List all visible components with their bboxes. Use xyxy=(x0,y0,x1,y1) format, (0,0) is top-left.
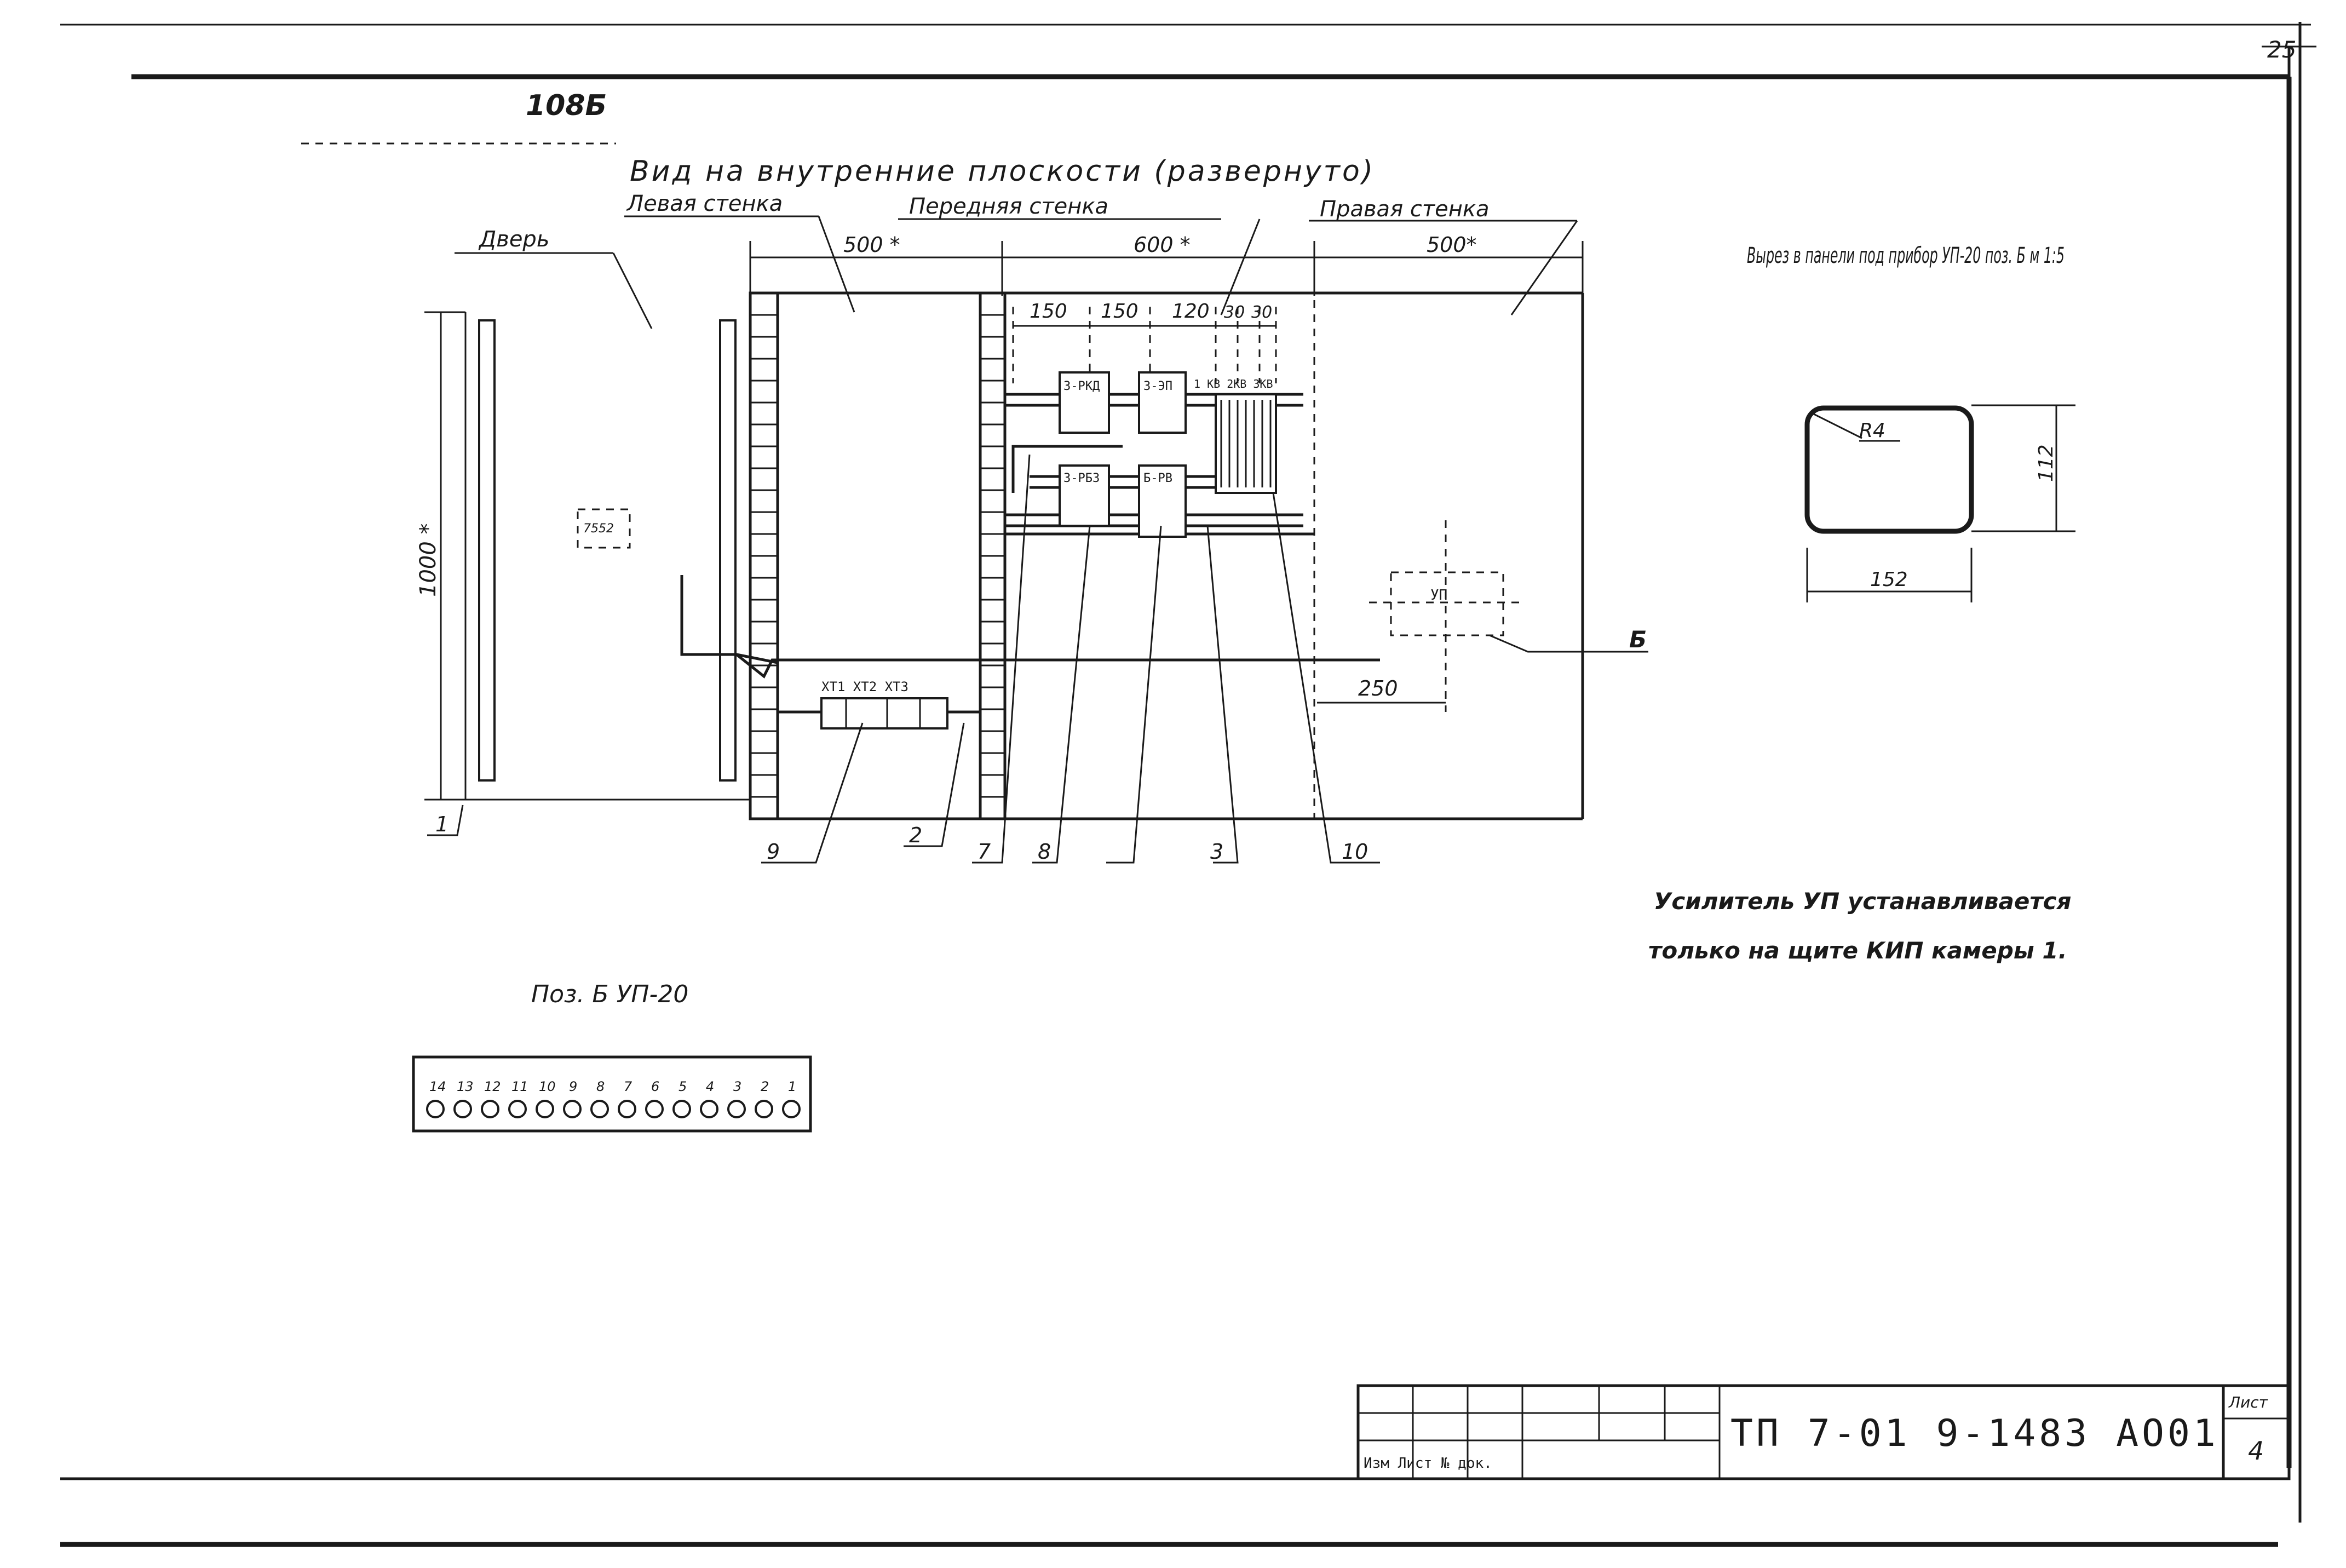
device-label-b-rv: Б-РВ xyxy=(1143,472,1172,485)
dim-spacing-2: 150 xyxy=(1101,300,1138,323)
label-left-wall: Левая стенка xyxy=(626,191,783,216)
main-cable xyxy=(680,575,1380,679)
pin-hole xyxy=(508,1100,527,1118)
door-panel xyxy=(464,312,750,801)
door-plate: 7552 xyxy=(583,522,614,536)
pin-label: 12 xyxy=(484,1079,501,1094)
label-front-wall: Передняя стенка xyxy=(909,194,1108,219)
pin-hole xyxy=(590,1100,609,1118)
pin-hole xyxy=(727,1100,746,1118)
device-3-ep xyxy=(1138,371,1187,434)
cutout-detail xyxy=(1804,404,2075,602)
pin-hole xyxy=(645,1100,664,1118)
spacing-dimensions xyxy=(1012,307,1277,383)
connector-pins: 14 13 12 11 10 9 8 7 6 5 4 3 2 1 xyxy=(426,1079,801,1118)
pin-label: 4 xyxy=(706,1079,714,1094)
pin-label: 13 xyxy=(457,1079,474,1094)
device-label-3-rbz: 3-РБЗ xyxy=(1063,472,1100,485)
pin-hole xyxy=(782,1100,801,1118)
cutout-width: 152 xyxy=(1870,568,1908,591)
dim-spacing-1: 150 xyxy=(1030,300,1067,323)
dim-front-width: 600 * xyxy=(1134,233,1191,257)
dim-height: 1000 * xyxy=(416,523,441,597)
pin-label: 8 xyxy=(596,1079,605,1094)
dim-left-width: 500 * xyxy=(843,233,900,257)
dim-spacing-4: 30 xyxy=(1224,303,1245,322)
sheet-number: 4 xyxy=(2248,1436,2264,1466)
pin-label: 6 xyxy=(651,1079,659,1094)
pin-hole xyxy=(426,1100,445,1118)
connector-strip xyxy=(412,1055,812,1133)
cutout-title-line: Вырез в панели под прибор УП-20 поз. Б м… xyxy=(1747,243,2065,268)
device-label-3-ep: 3-ЭП xyxy=(1143,380,1172,393)
dim-right-width: 500* xyxy=(1427,233,1477,257)
dim-spacing-5: 30 xyxy=(1251,303,1272,322)
sheet-frame xyxy=(60,22,2316,1547)
pin-hole xyxy=(618,1100,636,1118)
pin-label: 10 xyxy=(539,1079,556,1094)
pos-tag-7: 7 xyxy=(978,840,991,864)
device-3-rkd xyxy=(1059,371,1110,434)
left-wall xyxy=(749,291,1583,820)
pin-label: 5 xyxy=(679,1079,687,1094)
pos-tag-8: 8 xyxy=(1038,840,1051,864)
pos-tag-1: 1 xyxy=(435,812,449,836)
pin-hole xyxy=(536,1100,554,1118)
pin-hole xyxy=(453,1100,472,1118)
pin-label: 3 xyxy=(733,1079,741,1094)
amplifier-label: УП xyxy=(1430,587,1447,604)
page-number: 25 xyxy=(2267,36,2296,63)
pin-label: 11 xyxy=(511,1079,528,1094)
pos-tag-9: 9 xyxy=(767,840,780,864)
device-3-rbz xyxy=(1059,464,1110,527)
device-label-3-rkd: 3-РКД xyxy=(1063,380,1100,393)
drawing-title: Вид на внутренние плоскости (развернуто) xyxy=(630,155,1375,188)
pin-label: 2 xyxy=(761,1079,769,1094)
pin-hole xyxy=(481,1100,499,1118)
pin-label: 14 xyxy=(429,1079,446,1094)
dim-spacing-3: 120 xyxy=(1172,300,1210,323)
pos-tag-3: 3 xyxy=(1210,840,1223,864)
sheet-label: Лист xyxy=(2228,1393,2268,1411)
title-block-signatures: Изм Лист № док. xyxy=(1364,1455,1492,1472)
front-wall xyxy=(979,257,1584,820)
label-door: Дверь xyxy=(478,227,549,252)
title-block-code: ТП 7-01 9-1483 АО01 xyxy=(1730,1412,2219,1455)
note-line-2: только на щите КИП камеры 1. xyxy=(1648,937,2067,964)
corner-mark: 108Б xyxy=(526,89,607,122)
pos-tag-b: Б xyxy=(1629,626,1647,653)
pin-hole xyxy=(672,1100,691,1118)
pin-hole xyxy=(563,1100,582,1118)
position-leaders xyxy=(427,454,1648,864)
dim-amplifier-offset: 250 xyxy=(1358,676,1398,700)
amplifier-up xyxy=(1369,520,1522,712)
pin-label: 1 xyxy=(788,1079,796,1094)
note-line-1: Усилитель УП устанавливается xyxy=(1654,888,2072,915)
pos-tag-2: 2 xyxy=(909,823,922,847)
pin-hole xyxy=(755,1100,773,1118)
terminal-blocks xyxy=(778,697,980,730)
relay-strip-label: 1 КВ 2КВ 3КВ xyxy=(1194,377,1273,390)
relay-strip xyxy=(1215,393,1277,494)
connector-title: Поз. Б УП-20 xyxy=(531,980,688,1008)
pos-tag-10: 10 xyxy=(1342,840,1368,864)
title-block xyxy=(1356,1384,2291,1480)
height-dimension-line xyxy=(424,311,465,801)
terminal-blocks-label: ХТ1 ХТ2 ХТ3 xyxy=(821,679,909,694)
pin-label: 9 xyxy=(569,1079,577,1094)
pin-hole xyxy=(700,1100,718,1118)
label-right-wall: Правая стенка xyxy=(1320,197,1490,222)
device-b-rv xyxy=(1138,464,1187,538)
cutout-height: 112 xyxy=(2035,444,2057,482)
pin-label: 7 xyxy=(624,1079,633,1094)
cutout-radius: R4 xyxy=(1859,420,1885,442)
